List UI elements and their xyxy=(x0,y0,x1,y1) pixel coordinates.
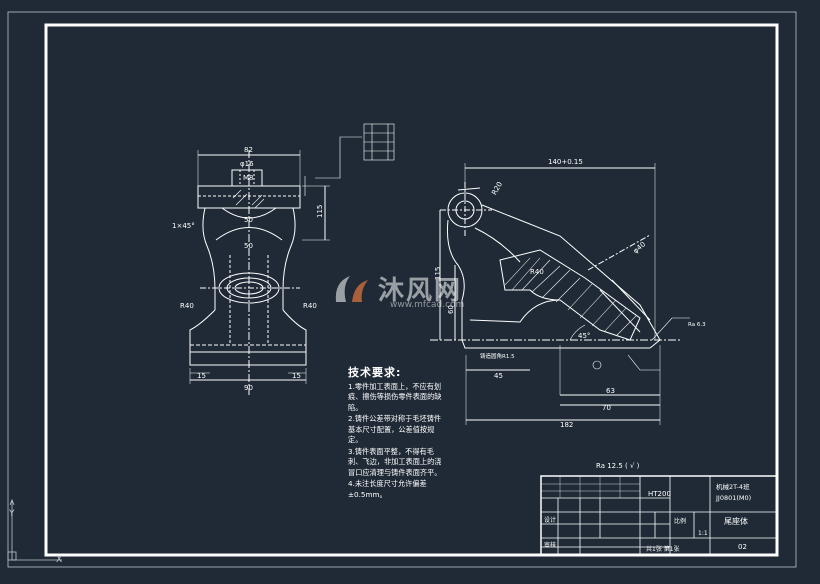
tech-item: 4.未注长度尺寸允许偏差±0.5mm。 xyxy=(348,479,427,499)
dim-front-bore-low: 50 xyxy=(244,242,253,250)
dim-front-height: 115 xyxy=(316,205,324,218)
dim-side-dia: φ40 xyxy=(632,240,648,255)
tech-requirements-heading: 技术要求: xyxy=(348,366,402,379)
dim-front-bore-mid: 50 xyxy=(244,216,253,224)
dim-side-top: 140+0.15 xyxy=(548,158,583,166)
dim-side-bottom-1: 45 xyxy=(494,372,503,380)
tb-part-name: 尾座体 xyxy=(724,517,748,526)
roughness-note: Ra 12.5 ( √ ) xyxy=(596,462,640,470)
drawing-border xyxy=(44,23,779,557)
dim-front-base-width: 90 xyxy=(244,384,253,392)
tb-school: 机械2T-4班 xyxy=(716,483,750,491)
dim-side-r-top: R20 xyxy=(490,181,504,197)
tolerance-frame xyxy=(363,123,395,161)
watermark-url: www.mfcad.com xyxy=(390,300,465,310)
dim-front-r-left: R40 xyxy=(180,302,194,310)
outer-frame xyxy=(7,11,797,568)
dim-side-bottom-3: 70 xyxy=(602,404,611,412)
dim-front-bottom-left: 15 xyxy=(197,372,206,380)
tb-scale-label: 比例 xyxy=(674,518,687,525)
tb-count: 共1张 第1张 xyxy=(646,546,680,553)
tb-sheet: 02 xyxy=(738,543,747,551)
ucs-icon xyxy=(7,498,62,561)
dim-front-r-right: R40 xyxy=(303,302,317,310)
dim-side-left-h1: 60 xyxy=(447,305,455,314)
dim-front-bottom-right: 15 xyxy=(292,372,301,380)
watermark-cn: 沐风网 xyxy=(378,276,463,306)
dim-side-bottom-2: 63 xyxy=(606,387,615,395)
tb-material: HT200 xyxy=(648,490,671,498)
dim-front-bore: φ16 xyxy=(240,160,254,168)
watermark-logo-icon xyxy=(335,276,368,302)
dim-side-rough: Ra 6.3 xyxy=(688,322,706,328)
watermark: 沐风网 www.mfcad.com xyxy=(332,270,502,314)
tech-item: 2.铸件公差带对称于毛坯铸件基本尺寸配置，公差值按规定。 xyxy=(348,414,442,444)
tb-code: JJ0801(M0) xyxy=(716,494,752,502)
dim-front-chamfer: 1×45° xyxy=(172,222,195,230)
dim-front-thread: M8 xyxy=(243,174,254,182)
dim-side-r-mid: R40 xyxy=(530,268,544,276)
dim-side-angle: 45° xyxy=(578,332,590,340)
title-block xyxy=(540,475,778,556)
tech-requirements: 技术要求: 1.零件加工表面上，不应有划痕、擦伤等损伤零件表面的缺陷。 2.铸件… xyxy=(348,366,444,501)
dim-front-top-width: 82 xyxy=(244,146,253,154)
tech-item: 3.铸件表面平整，不得有毛刺、飞边，非加工表面上的浇冒口应清理与铸件表面齐平。 xyxy=(348,446,442,477)
dim-side-left-h2: 115 xyxy=(434,267,442,280)
front-view xyxy=(189,136,362,395)
tb-check-label: 审核 xyxy=(544,542,557,549)
section-view xyxy=(430,163,690,425)
ucs-x-label: X xyxy=(56,555,62,565)
tech-item: 1.零件加工表面上，不应有划痕、擦伤等损伤零件表面的缺陷。 xyxy=(348,381,442,412)
tb-scale-value: 1:1 xyxy=(698,530,708,537)
ucs-y-label: Y xyxy=(8,509,15,519)
dim-side-total: 182 xyxy=(560,421,573,429)
tb-designer-label: 设计 xyxy=(544,517,557,524)
dim-side-note: 铸造圆角R1.5 xyxy=(480,352,515,360)
